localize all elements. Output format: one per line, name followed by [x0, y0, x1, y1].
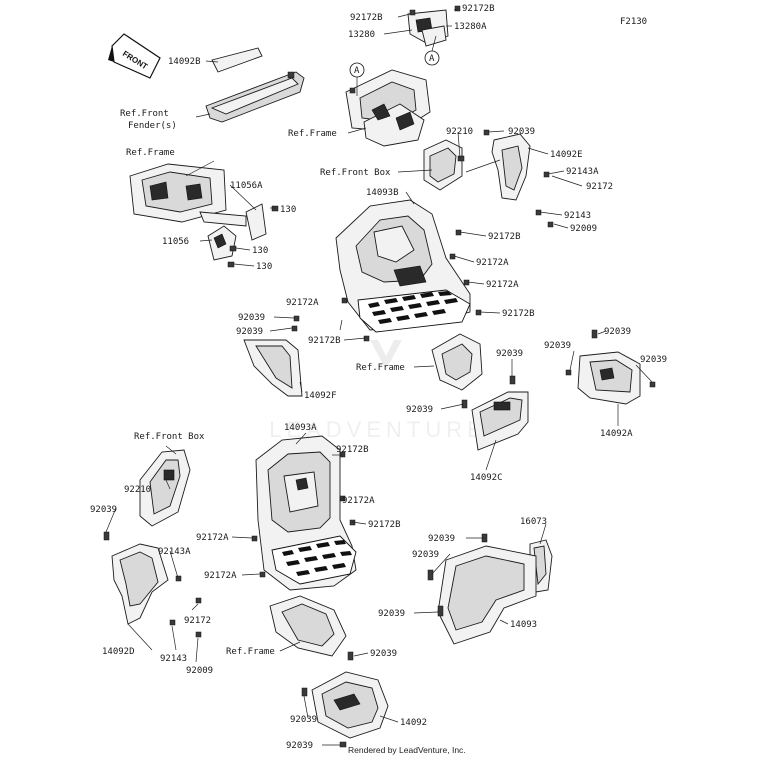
part-14092 [301, 651, 389, 748]
label: 14092E [550, 150, 583, 160]
label: 13280 [348, 30, 375, 40]
label: 92009 [186, 666, 213, 676]
svg-text:A: A [429, 54, 435, 64]
label: 92172A [486, 280, 519, 290]
label: 16073 [520, 517, 547, 527]
label: 92039 [236, 327, 263, 337]
credit: Rendered by LeadVenture, Inc. [348, 745, 466, 755]
label: 92039 [604, 327, 631, 337]
label: 92172B [350, 13, 383, 23]
label: 130 [256, 262, 272, 272]
part-14092f [243, 315, 303, 397]
ref-front-box-top: Ref.Front Box [320, 168, 391, 178]
part-bracket-11056a [245, 203, 279, 241]
label: 92039 [544, 341, 571, 351]
label: 11056A [230, 181, 263, 191]
label: 14093B [366, 188, 399, 198]
label: 92172A [204, 571, 237, 581]
label: 14092F [304, 391, 337, 401]
label: 92039 [496, 349, 523, 359]
label: 92172B [308, 336, 341, 346]
label: 92143 [160, 654, 187, 664]
label: 14092C [470, 473, 503, 483]
part-14092c [461, 375, 529, 451]
front-arrow-icon: FRONT [108, 33, 161, 79]
part-frame-bottom [269, 595, 347, 657]
part-bracket-13280 [407, 5, 461, 47]
ref-front-box-left: Ref.Front Box [134, 432, 205, 442]
ref-frame-bottom: Ref.Frame [226, 647, 275, 657]
part-front-box-cover [423, 139, 465, 191]
label: 92039 [428, 534, 455, 544]
label: 92172B [502, 309, 535, 319]
label: 92172A [476, 258, 509, 268]
part-floorboard-14093b [335, 199, 482, 342]
part-front-fender-bracket [205, 47, 305, 123]
label: 92039 [412, 550, 439, 560]
part-14092e [483, 129, 554, 228]
label: 92143A [566, 167, 599, 177]
label: 11056 [162, 237, 189, 247]
label: 92143 [564, 211, 591, 221]
part-frame-upper [345, 69, 431, 147]
part-bracket-11056 [207, 225, 237, 268]
label: 14093 [510, 620, 537, 630]
part-14092a [565, 329, 656, 405]
label: 92172B [368, 520, 401, 530]
label: 92039 [640, 355, 667, 365]
label: 130 [252, 246, 268, 256]
reference-labels: Ref.Front Fender(s) Ref.Frame Ref.Frame … [120, 109, 405, 657]
circle-ref-a-right: A [424, 50, 440, 66]
figure-code: F2130 [620, 17, 647, 27]
label: 92039 [508, 127, 535, 137]
label: 14092A [600, 429, 633, 439]
ref-frame-top: Ref.Frame [288, 129, 337, 139]
part-labels: 92172B 92172B 13280 13280A 14092B 92210 … [90, 4, 667, 751]
label: 92172A [342, 496, 375, 506]
label: 92210 [446, 127, 473, 137]
label: 14092D [102, 647, 135, 657]
part-14093 [427, 533, 537, 645]
label: 92172A [196, 533, 229, 543]
label: 14093A [284, 423, 317, 433]
label: 92172B [336, 445, 369, 455]
label: 92009 [570, 224, 597, 234]
part-14092d [103, 531, 202, 638]
label: 92039 [286, 741, 313, 751]
label: 92210 [124, 485, 151, 495]
label: 92172B [462, 4, 495, 14]
label: 130 [280, 205, 296, 215]
label: 92039 [90, 505, 117, 515]
label: 92172 [586, 182, 613, 192]
svg-text:A: A [354, 66, 360, 76]
circle-ref-a-left: A [349, 62, 365, 78]
ref-frame-left: Ref.Frame [126, 148, 175, 158]
watermark-logo [370, 340, 402, 370]
leader-lines [105, 8, 653, 746]
label: 92039 [290, 715, 317, 725]
part-frame-mid [431, 333, 483, 391]
label: 92039 [370, 649, 397, 659]
label: 14092 [400, 718, 427, 728]
ref-front-fenders-1: Ref.Front [120, 109, 169, 119]
label: 92039 [406, 405, 433, 415]
label: 92039 [238, 313, 265, 323]
label: 14092B [168, 57, 201, 67]
label: 13280A [454, 22, 487, 32]
label: 92172A [286, 298, 319, 308]
label: 92039 [378, 609, 405, 619]
ref-frame-mid: Ref.Frame [356, 363, 405, 373]
label: 92172 [184, 616, 211, 626]
part-floorboard-14093a [251, 435, 357, 591]
part-front-box-lower [139, 449, 191, 527]
ref-front-fenders-2: Fender(s) [128, 121, 177, 131]
part-frame-left [129, 163, 247, 227]
label: 92172B [488, 232, 521, 242]
label: 92143A [158, 547, 191, 557]
